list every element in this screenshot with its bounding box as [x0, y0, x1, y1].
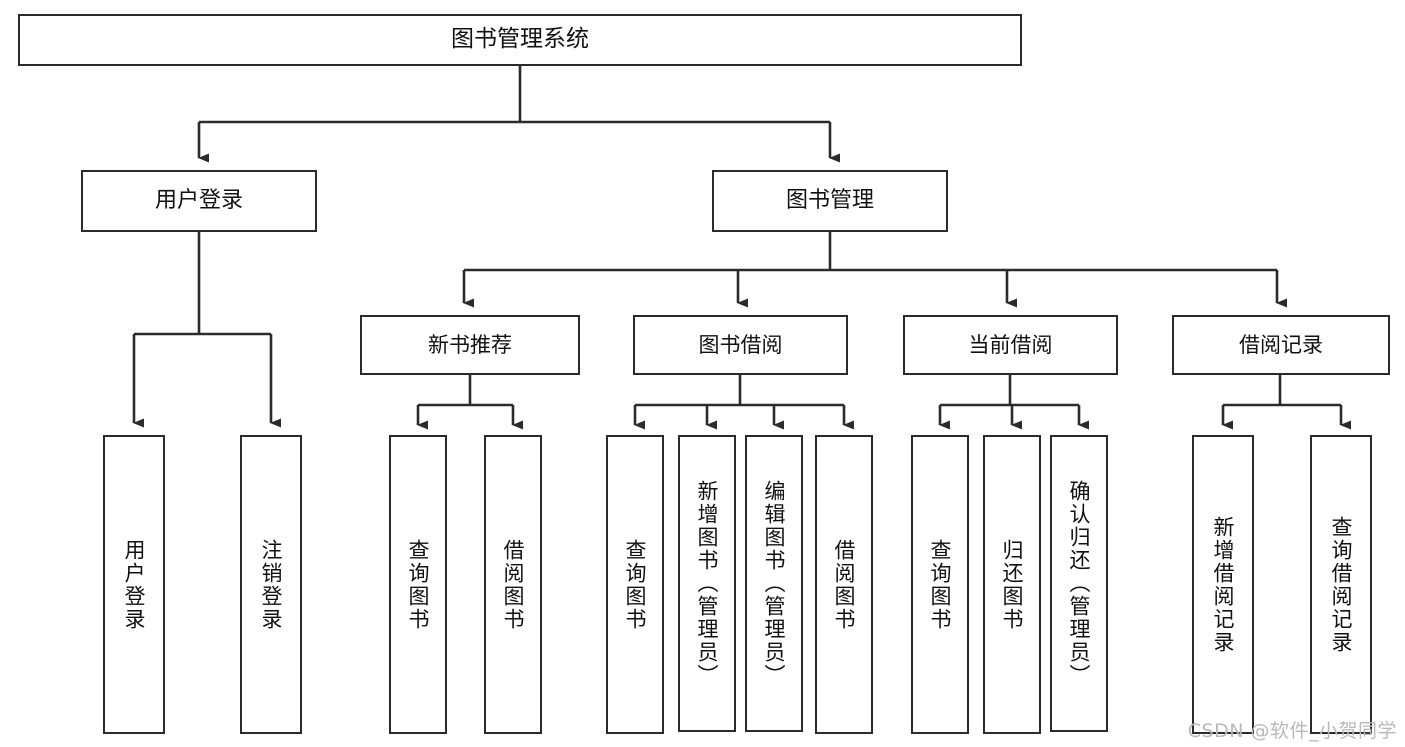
leaf-add-borrow-record[interactable]: 新增借阅记录: [1192, 435, 1254, 734]
leaf-edit-book-admin-label: 编辑图书（管理员）: [762, 480, 787, 687]
leaf-return-book-label: 归还图书: [1000, 538, 1025, 631]
node-user-login[interactable]: 用户登录: [81, 170, 317, 232]
leaf-edit-book-admin[interactable]: 编辑图书（管理员）: [745, 435, 803, 732]
leaf-borrow-book[interactable]: 借阅图书: [815, 435, 873, 734]
leaf-query-book-current-label: 查询图书: [928, 538, 953, 631]
node-borrow-records[interactable]: 借阅记录: [1172, 315, 1390, 375]
node-book-borrow[interactable]: 图书借阅: [633, 315, 848, 375]
node-root[interactable]: 图书管理系统: [18, 14, 1022, 66]
node-book-management[interactable]: 图书管理: [712, 170, 948, 232]
node-book-borrow-label: 图书借阅: [698, 332, 783, 357]
node-new-book-recommend[interactable]: 新书推荐: [360, 315, 580, 375]
node-current-borrow[interactable]: 当前借阅: [903, 315, 1118, 375]
leaf-return-book[interactable]: 归还图书: [983, 435, 1041, 734]
leaf-query-borrow-record[interactable]: 查询借阅记录: [1310, 435, 1372, 734]
leaf-add-book-admin[interactable]: 新增图书（管理员）: [678, 435, 736, 732]
leaf-borrow-book-newbook-label: 借阅图书: [501, 538, 526, 631]
leaf-borrow-book-newbook[interactable]: 借阅图书: [484, 435, 542, 734]
leaf-query-book-current[interactable]: 查询图书: [911, 435, 969, 734]
leaf-query-borrow-record-label: 查询借阅记录: [1329, 515, 1354, 654]
node-new-book-recommend-label: 新书推荐: [428, 332, 512, 357]
node-book-management-label: 图书管理: [785, 188, 874, 214]
leaf-logout-label: 注销登录: [259, 538, 284, 631]
node-current-borrow-label: 当前借阅: [968, 332, 1053, 357]
leaf-confirm-return-admin-label: 确认归还（管理员）: [1067, 480, 1092, 687]
leaf-user-login[interactable]: 用户登录: [103, 435, 165, 734]
leaf-query-book-newbook-label: 查询图书: [406, 538, 431, 631]
leaf-borrow-book-label: 借阅图书: [832, 538, 857, 631]
leaf-logout[interactable]: 注销登录: [240, 435, 302, 734]
leaf-add-borrow-record-label: 新增借阅记录: [1211, 515, 1236, 654]
node-user-login-label: 用户登录: [154, 188, 243, 214]
leaf-user-login-label: 用户登录: [122, 538, 147, 631]
node-borrow-records-label: 借阅记录: [1239, 332, 1323, 357]
leaf-query-book-borrow-label: 查询图书: [623, 538, 648, 631]
leaf-query-book-newbook[interactable]: 查询图书: [389, 435, 447, 734]
watermark: CSDN @软件_小贺同学: [1187, 720, 1397, 742]
leaf-query-book-borrow[interactable]: 查询图书: [606, 435, 664, 734]
node-root-label: 图书管理系统: [451, 26, 589, 53]
leaf-confirm-return-admin[interactable]: 确认归还（管理员）: [1050, 435, 1108, 732]
leaf-add-book-admin-label: 新增图书（管理员）: [695, 480, 720, 687]
